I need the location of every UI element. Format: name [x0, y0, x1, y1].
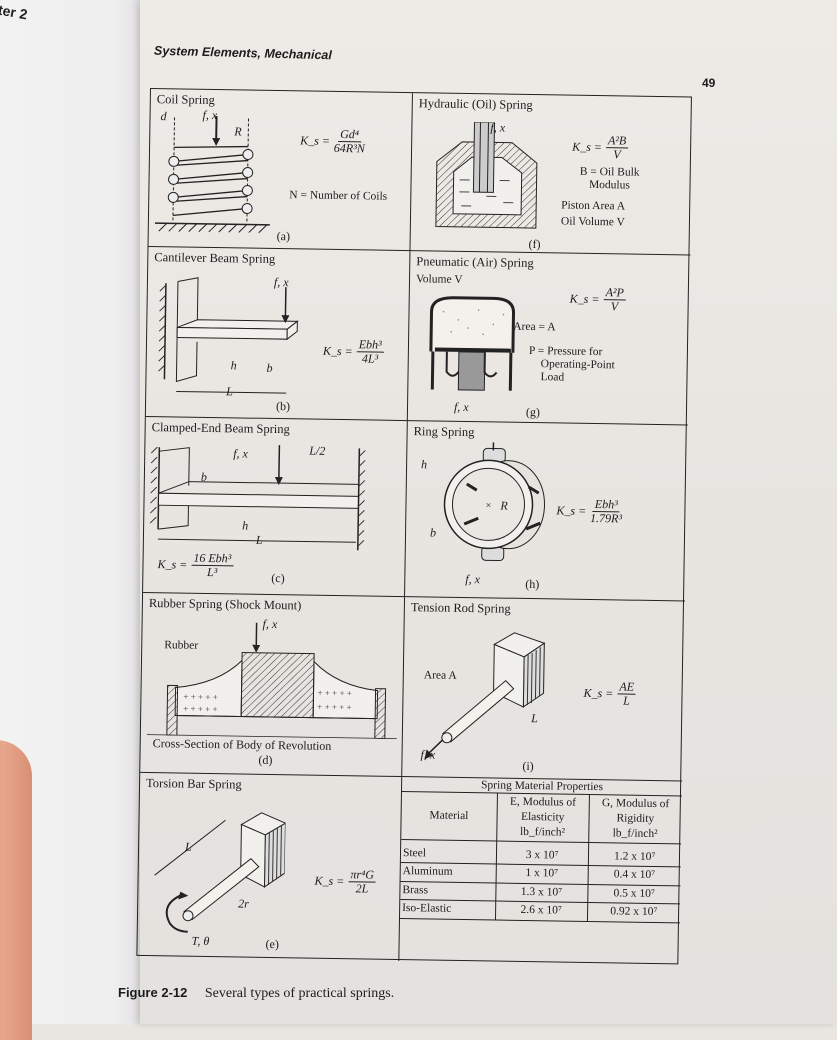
panel-label: (a)	[277, 229, 291, 244]
svg-text:+ + + + +: + + + + +	[317, 688, 352, 699]
tension-rod-diagram	[422, 623, 584, 765]
rubber-mount-diagram: + + + + ++ + + + ++ + + + ++ + + + +	[147, 615, 399, 739]
dim-torque: T, θ	[191, 934, 209, 949]
panel-tension-rod-spring: Tension Rod Spring Area A L f, x K_s = A…	[402, 597, 685, 781]
panel-label: (c)	[271, 571, 285, 586]
volume-label: Volume V	[416, 273, 463, 287]
cross-section-note: Cross-Section of Body of Revolution	[153, 737, 332, 754]
svg-text:+ + + + +: + + + + +	[183, 704, 218, 715]
panel-title: Rubber Spring (Shock Mount)	[149, 596, 302, 613]
dim-b: b	[430, 525, 436, 540]
dim-fx: f, x	[202, 108, 217, 123]
dim-R: R	[500, 499, 508, 514]
dim-L-half: L/2	[309, 444, 325, 459]
area-callout: Area = A	[513, 321, 555, 335]
figure-caption: Figure 2-12 Several types of practical s…	[118, 985, 394, 1002]
ring-spring-diagram: ×	[435, 436, 557, 578]
dim-fx: f, x	[420, 747, 435, 762]
panel-title: Hydraulic (Oil) Spring	[419, 96, 533, 113]
coil-spring-diagram	[155, 107, 277, 239]
panel-pneumatic-spring: Pneumatic (Air) Spring Volume V f, x K_s…	[408, 251, 691, 425]
panel-label: (d)	[258, 753, 272, 768]
dim-2r: 2r	[238, 896, 249, 911]
panel-material-properties: Spring Material Properties Material E, M…	[399, 777, 682, 965]
col-header-e: E, Modulus of Elasticity lb_f/inch²	[496, 793, 589, 842]
coil-note: N = Number of Coils	[289, 189, 387, 204]
panel-clamped-beam-spring: Clamped-End Beam Spring f, x L/2 b h L K…	[143, 417, 408, 597]
panel-label: (e)	[265, 937, 279, 952]
rubber-label: Rubber	[164, 639, 198, 653]
panel-label: (g)	[526, 405, 540, 420]
dim-d: d	[160, 109, 166, 124]
page-number: 49	[702, 76, 715, 90]
torsion-bar-diagram	[144, 795, 286, 937]
dim-fx: f, x	[262, 617, 277, 632]
panel-title: Cantilever Beam Spring	[154, 250, 275, 267]
panel-title: Coil Spring	[157, 92, 215, 108]
dim-R: R	[234, 124, 242, 139]
chapter-tag: ter 2	[0, 2, 29, 23]
panel-label: (h)	[525, 577, 539, 592]
pressure-note: P = Pressure for Operating-Point Load	[528, 345, 615, 386]
dim-L: L	[256, 533, 263, 548]
dim-b: b	[201, 470, 207, 485]
panel-title: Pneumatic (Air) Spring	[416, 254, 534, 271]
dim-fx: f, x	[465, 572, 480, 587]
dim-h: h	[231, 358, 237, 373]
dim-fx: f, x	[490, 120, 505, 135]
panel-label: (f)	[528, 237, 540, 252]
svg-text:+ + + + +: + + + + +	[317, 702, 352, 713]
material-properties-table: Spring Material Properties Material E, M…	[400, 777, 682, 923]
panel-label: (i)	[522, 759, 534, 774]
dim-h: h	[242, 519, 248, 534]
figure-caption-text: Several types of practical springs.	[205, 986, 394, 1001]
panel-cantilever-spring: Cantilever Beam Spring f, x h b L K_s = …	[146, 247, 411, 421]
dim-b: b	[266, 361, 272, 376]
oil-volume-callout: Oil Volume V	[561, 215, 625, 229]
panel-label: (b)	[276, 399, 290, 414]
panel-rubber-spring: Rubber Spring (Shock Mount) + + + + ++ +…	[140, 593, 405, 777]
panel-title: Tension Rod Spring	[411, 600, 511, 617]
hydraulic-spring-diagram	[431, 121, 543, 233]
piston-area-callout: Piston Area A	[561, 199, 625, 213]
svg-text:×: ×	[486, 500, 492, 511]
dim-L: L	[185, 840, 192, 855]
svg-text:+ + + + +: + + + + +	[183, 692, 218, 703]
col-header-g: G, Modulus of Rigidity lb_f/inch²	[588, 794, 682, 843]
panel-title: Clamped-End Beam Spring	[152, 420, 290, 437]
panel-title: Torsion Bar Spring	[146, 776, 242, 793]
area-callout: Area A	[424, 669, 457, 683]
dim-fx: f, x	[233, 446, 248, 461]
dim-fx: f, x	[454, 400, 469, 415]
col-header-material: Material	[401, 792, 497, 841]
figure-label: Figure 2-12	[118, 985, 187, 1000]
clamped-beam-diagram	[148, 439, 400, 553]
dim-L: L	[226, 384, 233, 399]
dim-fx: f, x	[274, 275, 289, 290]
dim-h: h	[421, 457, 427, 472]
dim-L: L	[531, 711, 538, 726]
bulk-modulus-note: B = Oil Bulk Modulus	[579, 166, 639, 193]
pneumatic-diagram	[422, 291, 534, 403]
finger	[0, 740, 32, 1040]
